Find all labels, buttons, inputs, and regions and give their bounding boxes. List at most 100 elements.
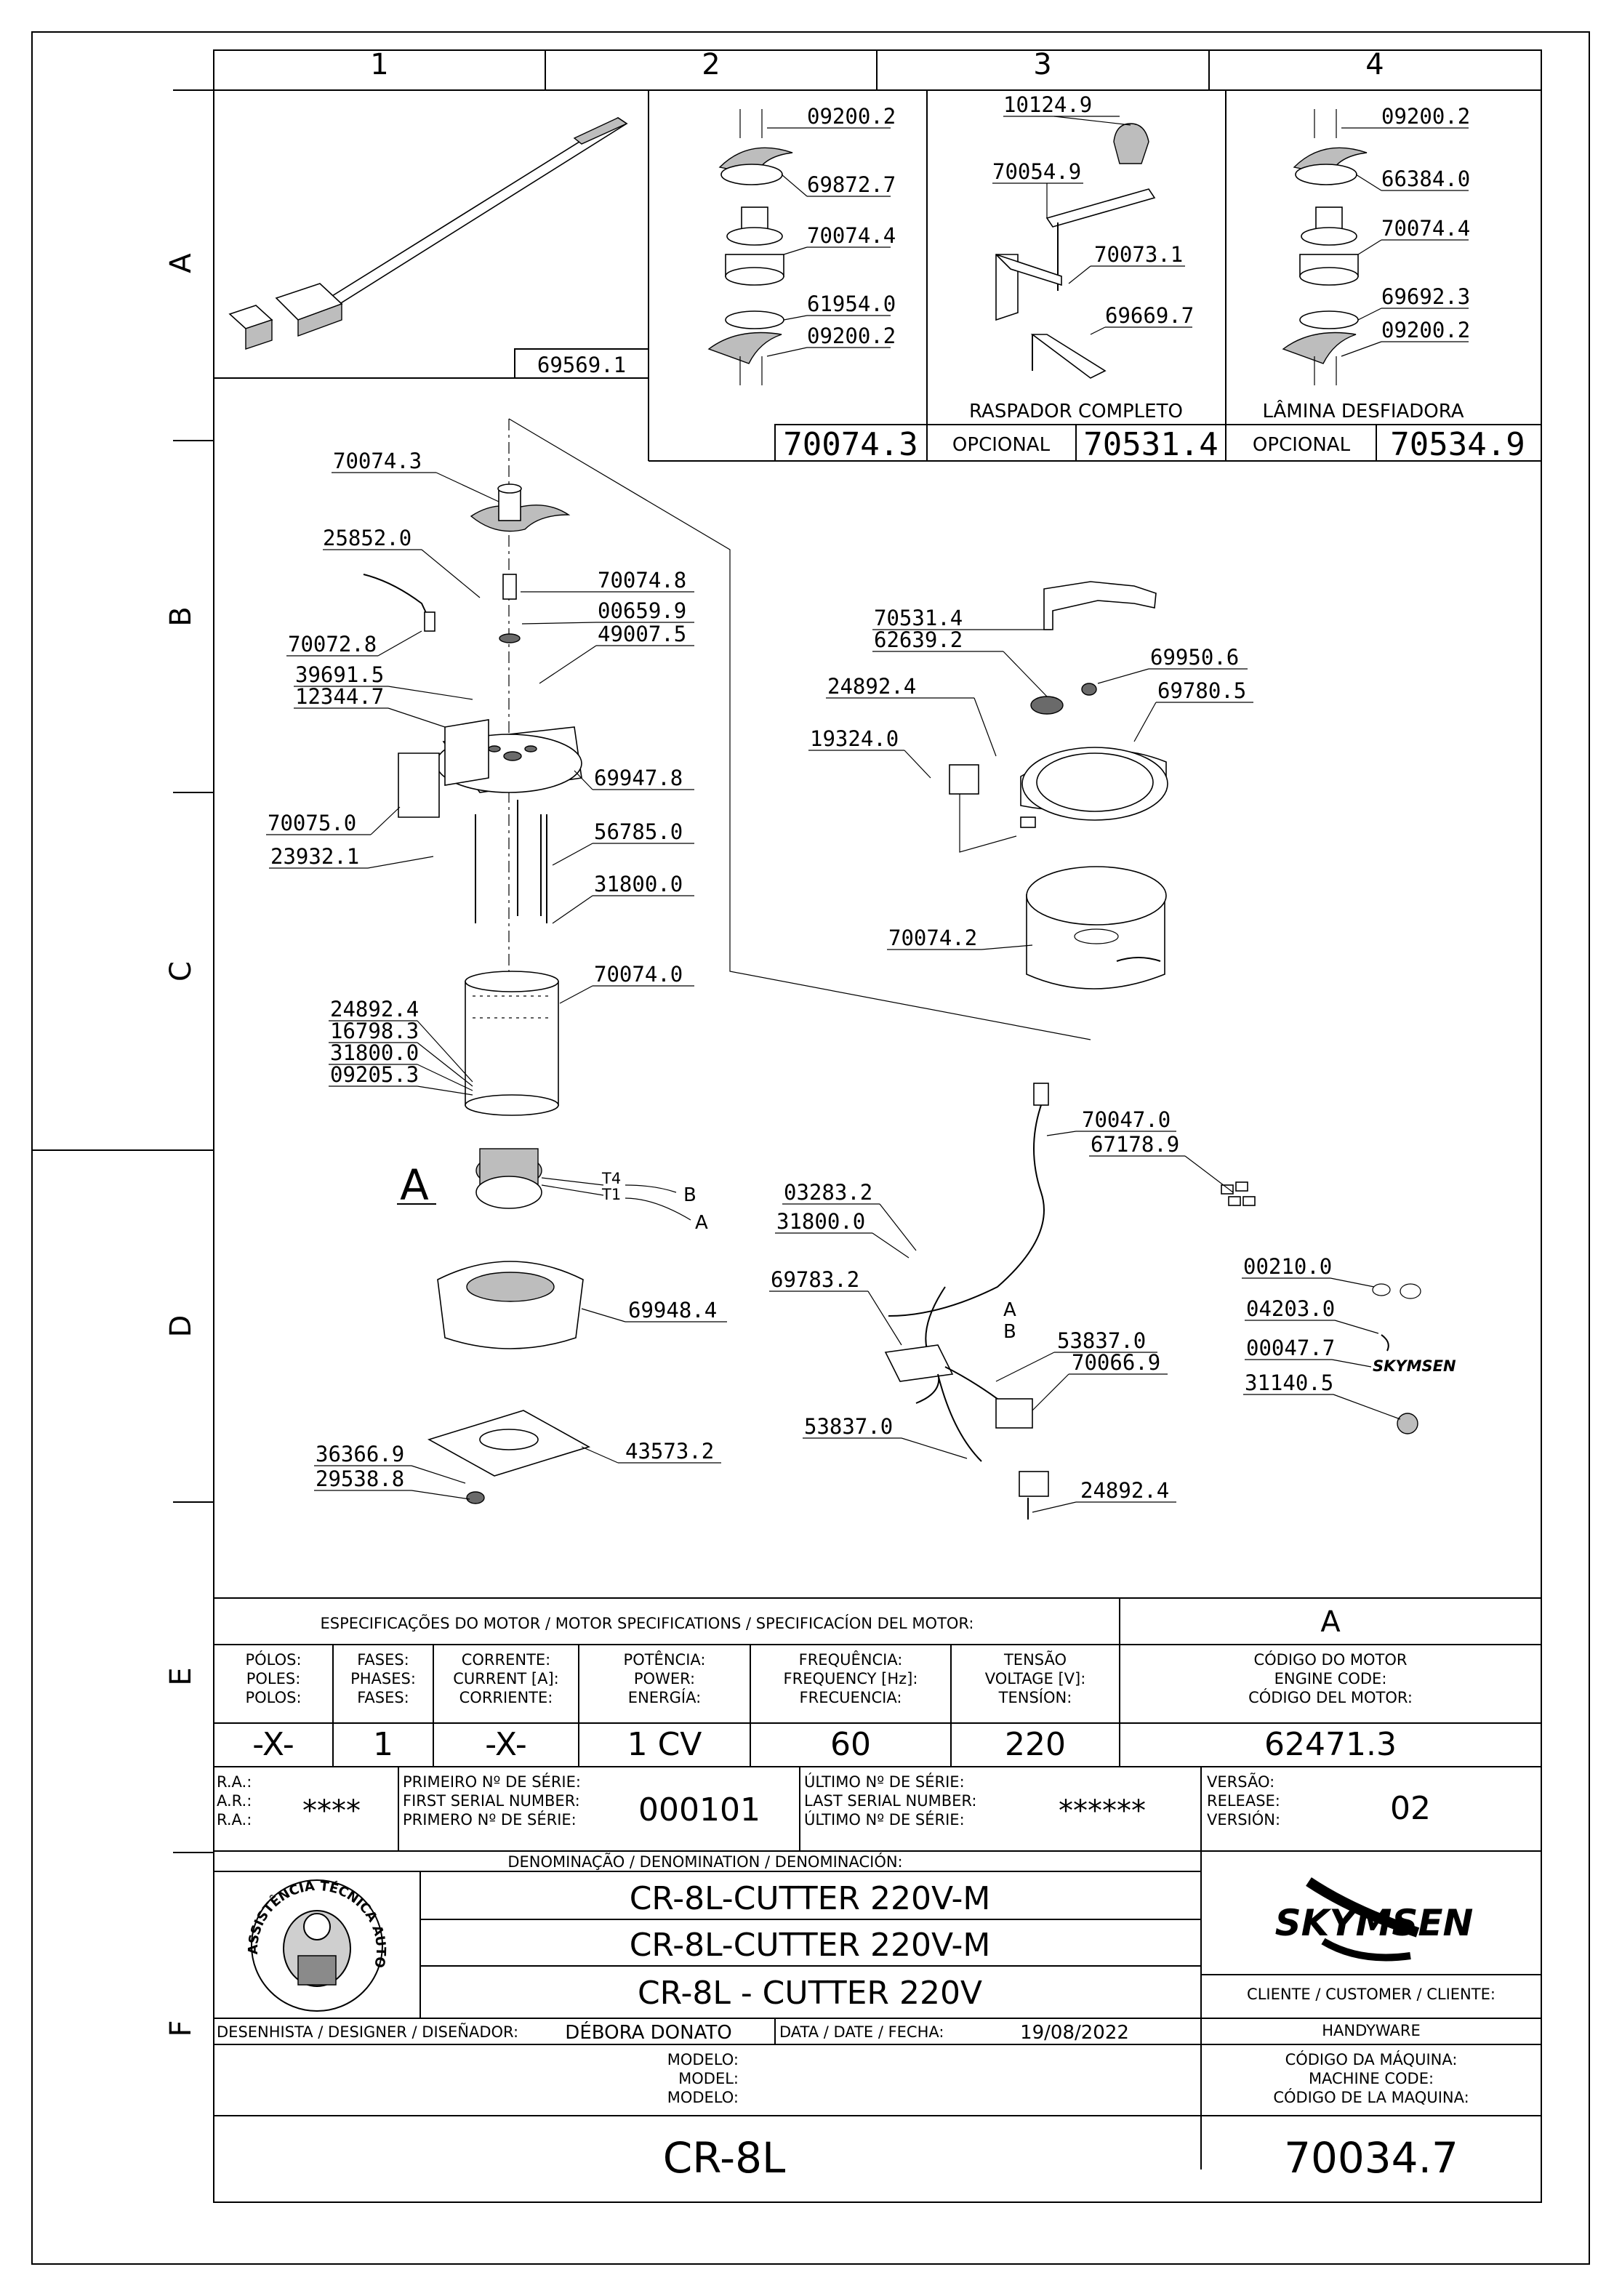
part-label-v3-1: 10124.9 [1003, 92, 1092, 117]
svg-text:FREQUENCY [Hz]:: FREQUENCY [Hz]: [784, 1670, 918, 1687]
part-label-70074-3: 70074.3 [333, 449, 422, 473]
part-label-36366-9: 36366.9 [316, 1442, 404, 1466]
denomination-line-1: CR-8L-CUTTER 220V-M [630, 1880, 991, 1917]
first-serial-value: 000101 [638, 1791, 760, 1829]
svg-text:PHASES:: PHASES: [350, 1670, 416, 1687]
part-label-70074-2: 70074.2 [888, 926, 977, 950]
machine-code-value: 70034.7 [1284, 2133, 1458, 2183]
column-label-4: 4 [1365, 48, 1384, 81]
motor-spec-col-voltage: TENSÃO VOLTAGE [V]: TENSÍON: 220 [985, 1650, 1086, 1763]
svg-text:CÓDIGO DO MOTOR: CÓDIGO DO MOTOR [1253, 1650, 1407, 1669]
part-label-00047-7: 00047.7 [1246, 1336, 1335, 1360]
spec-value-poles: -X- [252, 1726, 294, 1763]
part-label-31800-0: 31800.0 [594, 872, 683, 896]
svg-text:POWER:: POWER: [634, 1670, 695, 1687]
spec-value-current: -X- [485, 1726, 527, 1763]
part-label-31800-0-b: 31800.0 [330, 1040, 419, 1065]
view1-code: 69569.1 [537, 353, 626, 377]
part-label-v4-4: 69692.3 [1381, 284, 1470, 309]
part-label-56785-0: 56785.0 [594, 819, 683, 844]
first-serial-label-3: PRIMERO Nº DE SÉRIE: [403, 1810, 577, 1829]
part-label-70047-0: 70047.0 [1082, 1107, 1171, 1132]
last-serial-label-1: ÚLTIMO Nº DE SÉRIE: [804, 1773, 965, 1791]
row-label-a: A [164, 253, 198, 273]
outer-frame [31, 31, 1590, 2265]
shredding-blade-drawing [1282, 109, 1368, 385]
wire-label-a: A [695, 1212, 708, 1234]
version-value: 02 [1390, 1790, 1431, 1827]
part-label-53837-0-b: 53837.0 [804, 1414, 893, 1439]
column-label-2: 2 [702, 48, 720, 81]
part-label-53837-0-a: 53837.0 [1057, 1328, 1146, 1353]
part-label-70074-0: 70074.0 [594, 962, 683, 987]
part-label-39691-5: 39691.5 [295, 662, 384, 687]
ra-value: **** [302, 1794, 361, 1828]
ra-label-1: R.A.: [217, 1773, 252, 1791]
spec-value-voltage: 220 [1005, 1726, 1066, 1763]
row-label-b: B [164, 606, 198, 626]
denomination-line-2: CR-8L-CUTTER 220V-M [630, 1927, 991, 1964]
part-label-v4-3: 70074.4 [1381, 216, 1470, 241]
motor-spec-col-current: CORRENTE: CURRENT [A]: CORRIENTE: -X- [453, 1651, 559, 1763]
svg-text:CORRIENTE:: CORRIENTE: [459, 1689, 553, 1706]
part-label-00210-0: 00210.0 [1243, 1254, 1332, 1279]
svg-text:FASES:: FASES: [357, 1651, 409, 1669]
motor-spec-header: ESPECIFICAÇÕES DO MOTOR / MOTOR SPECIFIC… [321, 1613, 974, 1632]
svg-text:FRECUENCIA:: FRECUENCIA: [800, 1689, 902, 1706]
part-label-00659-9: 00659.9 [598, 598, 686, 623]
wire-label-a-2: A [1003, 1299, 1016, 1321]
spec-value-frequency: 60 [830, 1726, 871, 1763]
part-label-24892-4-b: 24892.4 [827, 674, 916, 699]
version-label-3: VERSIÓN: [1207, 1810, 1280, 1829]
main-exploded-drawing [363, 483, 604, 1504]
part-label-23932-1: 23932.1 [270, 844, 359, 869]
motor-spec-col-poles: PÓLOS: POLES: POLOS: -X- [245, 1650, 301, 1763]
part-label-70066-9: 70066.9 [1072, 1350, 1160, 1375]
motor-spec-col-frequency: FREQUÊNCIA: FREQUENCY [Hz]: FRECUENCIA: … [784, 1650, 918, 1763]
spec-value-phases: 1 [373, 1726, 393, 1763]
model-label-3: MODELO: [667, 2089, 739, 2106]
spec-value-motor-code: 62471.3 [1264, 1726, 1397, 1763]
designer-label: DESENHISTA / DESIGNER / DISEÑADOR: [217, 2022, 518, 2041]
motor-spec-code-header: A [1320, 1605, 1341, 1639]
ra-label-3: R.A.: [217, 1811, 252, 1829]
part-label-70075-0: 70075.0 [268, 811, 356, 835]
part-label-43573-2: 43573.2 [625, 1439, 714, 1464]
electrical-drawing: SKYMSEN [884, 1083, 1456, 1520]
part-label-31140-5: 31140.5 [1245, 1370, 1333, 1395]
last-serial-label-2: LAST SERIAL NUMBER: [804, 1792, 976, 1810]
view2-code: 70074.3 [783, 426, 918, 463]
row-label-d: D [164, 1315, 198, 1338]
svg-text:FASES:: FASES: [357, 1689, 409, 1706]
part-label-12344-7: 12344.7 [295, 684, 384, 709]
column-label-1: 1 [370, 48, 388, 81]
date-label: DATA / DATE / FECHA: [779, 2023, 944, 2041]
part-label-v2-5: 09200.2 [807, 324, 896, 348]
svg-text:POLOS:: POLOS: [245, 1689, 301, 1706]
part-label-49007-5: 49007.5 [598, 622, 686, 646]
part-label-69948-4: 69948.4 [628, 1298, 717, 1322]
svg-text:ENERGÍA:: ENERGÍA: [628, 1688, 701, 1706]
denomination-header: DENOMINAÇÃO / DENOMINATION / DENOMINACIÓ… [507, 1852, 902, 1871]
svg-text:TENSÃO: TENSÃO [1003, 1650, 1067, 1669]
part-label-04203-0: 04203.0 [1246, 1296, 1335, 1321]
part-label-v2-1: 09200.2 [807, 104, 896, 129]
scraper-drawing [995, 123, 1156, 379]
part-label-09205-3: 09205.3 [330, 1062, 419, 1087]
client-label: CLIENTE / CUSTOMER / CLIENTE: [1247, 1986, 1495, 2003]
part-label-v2-4: 61954.0 [807, 292, 896, 316]
designer-value: DÉBORA DONATO [565, 2020, 731, 2044]
row-label-e: E [164, 1667, 198, 1685]
part-label-v3-2: 70054.9 [992, 159, 1081, 184]
svg-text:TENSÍON:: TENSÍON: [998, 1688, 1072, 1706]
machine-code-label-2: MACHINE CODE: [1309, 2070, 1434, 2087]
last-serial-value: ****** [1059, 1794, 1146, 1828]
wire-label-t4: T4 [601, 1170, 621, 1187]
lid-and-bowl-drawing [949, 581, 1168, 990]
svg-text:CURRENT [A]:: CURRENT [A]: [453, 1670, 559, 1687]
spec-value-power: 1 CV [627, 1726, 702, 1763]
part-label-v3-3: 70073.1 [1094, 242, 1183, 267]
column-label-3: 3 [1033, 48, 1051, 81]
view4-code: 70534.9 [1390, 426, 1525, 463]
